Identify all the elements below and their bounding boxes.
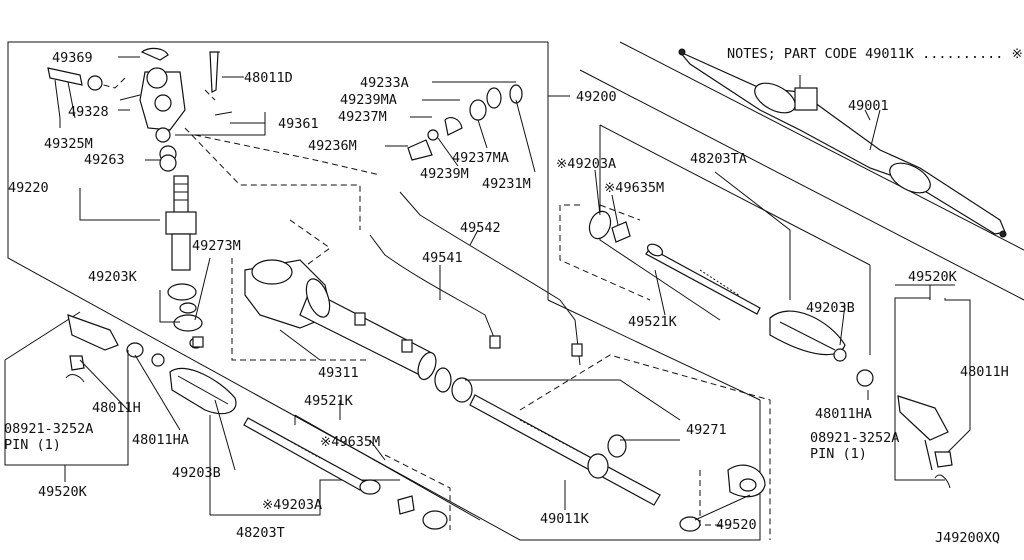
label-49273M: 49273M xyxy=(192,238,241,254)
outer-tie-rod-frame-right xyxy=(894,297,971,489)
pinion-shaft-49220 xyxy=(165,175,197,271)
label-49231M: 49231M xyxy=(482,176,531,192)
pressure-hose-49542 xyxy=(399,191,583,366)
hose-fitting-49325M xyxy=(47,67,103,119)
leader-lines xyxy=(59,56,955,521)
label-08921-left: 08921-3252A xyxy=(4,421,93,437)
label-49521K-top: 49521K xyxy=(628,314,678,330)
label-49203A-top: ※49203A xyxy=(556,156,616,172)
label-49541: 49541 xyxy=(422,250,463,266)
label-49263: 49263 xyxy=(84,152,125,168)
label-49311: 49311 xyxy=(318,365,359,381)
outer-tie-rod-frame-left xyxy=(4,311,129,466)
inner-tie-rod-right xyxy=(645,243,874,387)
label-49328: 49328 xyxy=(68,104,109,120)
notes-text: NOTES; PART CODE 49011K .......... ※ xyxy=(727,46,1023,62)
label-49203B-right: 49203B xyxy=(806,300,855,316)
steering-gear-assembly-49001 xyxy=(579,41,1024,301)
label-49520K-right: 49520K xyxy=(908,269,958,285)
label-49233A: 49233A xyxy=(360,75,409,91)
tie-rod-frame-right xyxy=(559,124,871,355)
label-pin-right: PIN (1) xyxy=(810,446,867,462)
label-49237M: 49237M xyxy=(338,109,387,125)
label-49520K-left: 49520K xyxy=(38,484,88,500)
label-49237MA: 49237MA xyxy=(452,150,509,166)
label-48011D: 48011D xyxy=(244,70,293,86)
label-48011HA-left: 48011HA xyxy=(132,432,189,448)
diagram-code: J49200XQ xyxy=(935,530,1000,546)
boot-49520 xyxy=(699,464,766,526)
label-49271: 49271 xyxy=(686,422,727,438)
rack-housing-49311 xyxy=(192,259,437,381)
label-08921-right: 08921-3252A xyxy=(810,430,899,446)
main-frame xyxy=(7,41,761,541)
label-49239M: 49239M xyxy=(420,166,469,182)
label-49011K: 49011K xyxy=(540,511,590,527)
inner-tie-rod-left xyxy=(243,417,448,530)
label-49203A-bottom: ※49203A xyxy=(262,497,322,513)
clamp-right xyxy=(588,210,631,243)
label-49520: 49520 xyxy=(716,517,757,533)
label-49203B-left: 49203B xyxy=(172,465,221,481)
label-49001: 49001 xyxy=(848,98,889,114)
part-labels: 49369 48011D 49328 49325M 49361 49263 49… xyxy=(4,46,1023,546)
rack-bar-49011K xyxy=(434,354,771,540)
label-49325M: 49325M xyxy=(44,136,93,152)
label-49236M: 49236M xyxy=(308,138,357,154)
label-48203TA: 48203TA xyxy=(690,151,747,167)
label-49361: 49361 xyxy=(278,116,319,132)
label-49542: 49542 xyxy=(460,220,501,236)
return-hose-49541 xyxy=(369,234,501,349)
label-49220: 49220 xyxy=(8,180,49,196)
label-49369: 49369 xyxy=(52,50,93,66)
label-49635M-top: ※49635M xyxy=(604,180,664,196)
label-49200: 49200 xyxy=(576,89,617,105)
label-48011H-left: 48011H xyxy=(92,400,141,416)
label-49521K-bottom: 49521K xyxy=(304,393,354,409)
label-48203T: 48203T xyxy=(236,525,285,541)
label-49635M-bottom: ※49635M xyxy=(320,434,380,450)
pinion-housing xyxy=(99,47,233,172)
label-49239MA: 49239MA xyxy=(340,92,397,108)
valve-parts xyxy=(407,84,523,161)
boot-left-49203B xyxy=(126,342,237,415)
label-48011HA-right: 48011HA xyxy=(815,406,872,422)
label-pin-left: PIN (1) xyxy=(4,437,61,453)
label-49203K: 49203K xyxy=(88,269,138,285)
label-48011H-right: 48011H xyxy=(960,364,1009,380)
